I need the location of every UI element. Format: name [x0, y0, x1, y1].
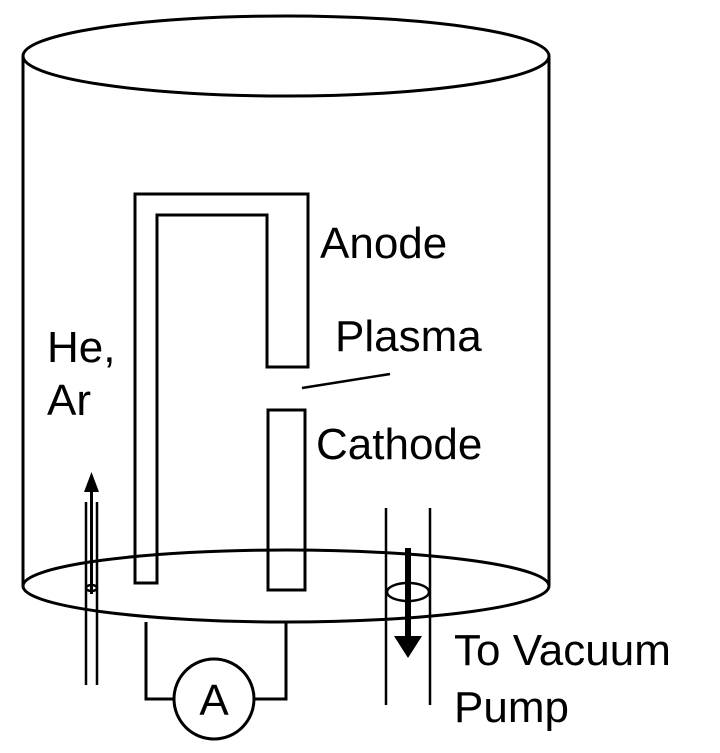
ammeter — [172, 657, 256, 741]
pump-outlet — [384, 508, 432, 705]
cathode-label: Cathode — [316, 420, 482, 469]
external-circuit: A — [144, 622, 288, 741]
pump-label-line1: To Vacuum — [454, 626, 671, 675]
plasma-label: Plasma — [335, 312, 482, 361]
anode-label: Anode — [320, 219, 447, 268]
pump-label-line2: Pump — [454, 683, 569, 732]
gas-label-line2: Ar — [47, 376, 91, 425]
cathode-electrode — [266, 408, 307, 592]
gas-flow-arrow-head — [84, 472, 99, 492]
circuit-wire-right — [253, 622, 288, 701]
circuit-wire-left — [144, 622, 175, 701]
ammeter-label: A — [199, 676, 229, 725]
chamber-top-rim — [21, 14, 551, 98]
pump-flow-arrow-head — [394, 636, 422, 658]
anode-electrode — [133, 192, 310, 585]
gas-inlet — [84, 472, 99, 685]
chamber-base-plate — [21, 548, 551, 624]
plasma-pointer-line — [301, 372, 391, 390]
gas-label-line1: He, — [47, 323, 115, 372]
